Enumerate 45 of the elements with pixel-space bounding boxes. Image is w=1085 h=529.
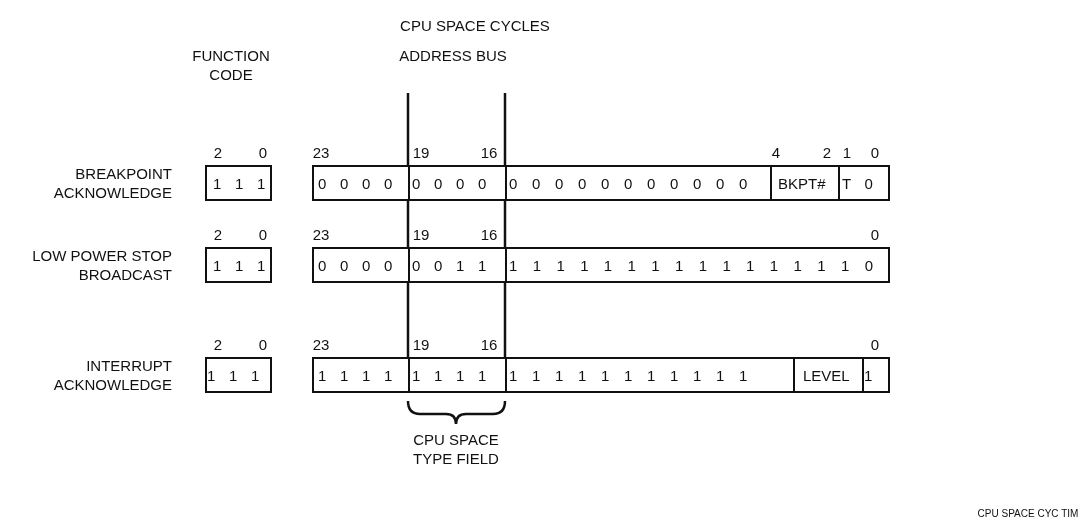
bit-field: 0 0 0 0 xyxy=(312,247,410,283)
bit-field: 1 xyxy=(862,357,890,393)
bit-field: LEVEL xyxy=(793,357,864,393)
bit-number: 0 xyxy=(258,335,268,354)
bit-number: 16 xyxy=(480,335,498,354)
bit-field: 1 1 1 xyxy=(205,247,272,283)
bit-number: 0 xyxy=(870,335,880,354)
bit-number: 2 xyxy=(213,335,223,354)
bit-field: 1 1 1 1 xyxy=(408,357,507,393)
figure-id: CPU SPACE CYC TIM xyxy=(977,508,1079,520)
field-heading: ADDRESS BUS xyxy=(398,46,508,65)
bit-field: 0 0 0 0 xyxy=(312,165,410,201)
field-caption: CPU SPACE TYPE FIELD xyxy=(412,430,500,468)
diagram-title: CPU SPACE CYCLES xyxy=(399,16,551,35)
bit-number: 0 xyxy=(258,143,268,162)
bit-number: 2 xyxy=(213,143,223,162)
bit-number: 23 xyxy=(312,335,330,354)
bit-number: 16 xyxy=(480,225,498,244)
bit-field: BKPT# xyxy=(770,165,840,201)
bit-number: 19 xyxy=(412,335,430,354)
bit-number: 2 xyxy=(213,225,223,244)
bit-number: 0 xyxy=(258,225,268,244)
cycle-name: INTERRUPT ACKNOWLEDGE xyxy=(52,356,172,394)
bit-number: 0 xyxy=(870,143,880,162)
cycle-name: LOW POWER STOP BROADCAST xyxy=(31,246,172,284)
bit-field: 1 1 1 1 1 1 1 1 1 1 1 1 1 1 1 0 xyxy=(505,247,890,283)
bit-number: 16 xyxy=(480,143,498,162)
bit-field: 0 0 0 0 0 0 0 0 0 0 0 xyxy=(505,165,772,201)
bit-field: 0 0 0 0 xyxy=(408,165,507,201)
bit-number: 1 xyxy=(842,143,852,162)
bit-field: 1 1 1 1 1 1 1 1 1 1 1 xyxy=(505,357,795,393)
bit-number: 19 xyxy=(412,143,430,162)
bit-number: 2 xyxy=(822,143,832,162)
bit-field: T 0 xyxy=(838,165,890,201)
bit-field: 1 1 1 xyxy=(205,165,272,201)
bit-number: 4 xyxy=(771,143,781,162)
bit-number: 0 xyxy=(870,225,880,244)
bit-number: 19 xyxy=(412,225,430,244)
bit-number: 23 xyxy=(312,143,330,162)
bit-field: 1 1 1 xyxy=(205,357,272,393)
bit-field: 1 1 1 1 xyxy=(312,357,410,393)
field-heading: FUNCTION CODE xyxy=(191,46,271,84)
bit-number: 23 xyxy=(312,225,330,244)
cycle-name: BREAKPOINT ACKNOWLEDGE xyxy=(52,164,172,202)
bit-field: 0 0 1 1 xyxy=(408,247,507,283)
